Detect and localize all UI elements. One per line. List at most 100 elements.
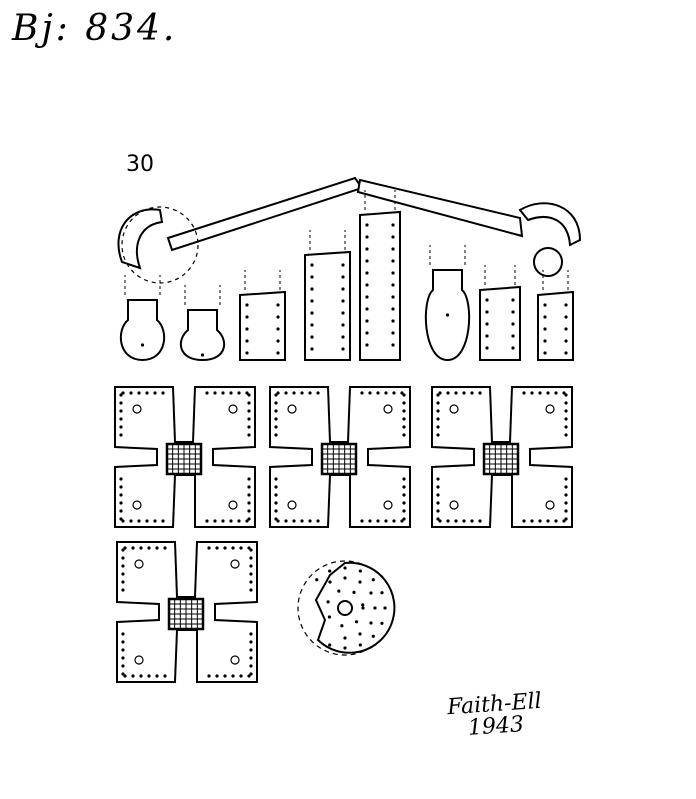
rivet-dot — [365, 307, 369, 311]
rivet-dot — [530, 519, 534, 523]
cross-plates — [114, 386, 573, 683]
rivet-dot — [543, 327, 547, 331]
rivet-dot — [436, 393, 440, 397]
rivet-dot — [245, 303, 249, 307]
rivet-dot — [543, 339, 547, 343]
rivet-dot — [361, 606, 365, 610]
rivet-dot — [402, 485, 406, 489]
rivet-dot — [341, 335, 345, 339]
rivet-dot — [229, 519, 233, 523]
rivet-dot — [119, 493, 123, 497]
mesh-square — [482, 442, 520, 476]
rivet-dot — [380, 591, 384, 595]
rivet-dot — [436, 401, 440, 405]
rivet-dot — [380, 621, 384, 625]
rivet-dot — [564, 509, 568, 513]
rivet-dot — [383, 606, 387, 610]
rivet-dot — [310, 323, 314, 327]
rivet-dot — [276, 315, 280, 319]
rivet-hole — [449, 404, 459, 414]
rivet-dot — [360, 519, 364, 523]
rivet-dot — [121, 632, 125, 636]
rivet-dot — [276, 519, 280, 523]
rivet-dot — [247, 509, 251, 513]
rivet-dot — [205, 519, 209, 523]
rivet-dot — [391, 235, 395, 239]
rivet-dot — [121, 556, 125, 560]
rivet-dot — [391, 271, 395, 275]
rivet-dot — [249, 672, 253, 676]
rivet-dot — [310, 335, 314, 339]
rivet-dot — [391, 307, 395, 311]
rivet-dot — [365, 331, 369, 335]
rivet-dot — [249, 556, 253, 560]
rivet-dot — [119, 485, 123, 489]
rivet-dot — [276, 339, 280, 343]
rivet-dot — [145, 391, 149, 395]
rivet-dot — [300, 519, 304, 523]
rivet-dot — [341, 323, 345, 327]
rivet-dot — [341, 347, 345, 351]
rivet-dot — [546, 391, 550, 395]
rivet-dot — [247, 425, 251, 429]
rivet-dot — [391, 259, 395, 263]
rivet-dot — [438, 519, 442, 523]
rivet-dot — [391, 283, 395, 287]
rivet-dot — [400, 391, 404, 395]
rivet-dot — [231, 674, 235, 678]
rivet-dot — [391, 295, 395, 299]
rivet-hole — [230, 655, 240, 665]
strip-outline — [424, 269, 471, 362]
rivet-dot — [316, 391, 320, 395]
rivet-dot — [223, 546, 227, 550]
rivet-dot — [213, 391, 217, 395]
rivet-dot — [341, 311, 345, 315]
rivet-dot — [316, 519, 320, 523]
rivet-dot — [376, 519, 380, 523]
round-disc — [297, 560, 396, 656]
rivet-dot — [446, 391, 450, 395]
rivet-dot — [249, 588, 253, 592]
rivet-dot — [436, 509, 440, 513]
rivet-dot — [140, 343, 145, 347]
mesh-square — [167, 597, 205, 631]
disc-center-hole — [337, 600, 353, 616]
rivet-dot — [343, 646, 347, 650]
rivet-dot — [522, 391, 526, 395]
rivet-dot — [121, 588, 125, 592]
rivet-hole — [545, 404, 555, 414]
rivet-dot — [436, 425, 440, 429]
rivet-dot — [365, 247, 369, 251]
rivet-dot — [438, 391, 442, 395]
rivet-dot — [274, 409, 278, 413]
rivet-dot — [358, 632, 362, 636]
rivet-dot — [511, 334, 515, 338]
rivet-dot — [446, 519, 450, 523]
rivet-dot — [119, 501, 123, 505]
rivet-dot — [343, 576, 347, 580]
rivet-dot — [245, 351, 249, 355]
rivet-dot — [274, 477, 278, 481]
rivet-dot — [247, 401, 251, 405]
rivet-dot — [436, 477, 440, 481]
rivet-dot — [368, 391, 372, 395]
rivet-dot — [139, 546, 143, 550]
rivet-dot — [365, 295, 369, 299]
rivet-dot — [121, 664, 125, 668]
rivet-dot — [207, 546, 211, 550]
rivet-dot — [564, 315, 568, 319]
rivet-dot — [564, 409, 568, 413]
rivet-dot — [119, 509, 123, 513]
strip-outline — [479, 285, 521, 361]
rivet-dot — [292, 391, 296, 395]
rivet-dot — [368, 519, 372, 523]
rivet-dot — [245, 519, 249, 523]
rivet-dot — [119, 417, 123, 421]
strip-fitting — [239, 270, 286, 361]
strip-fitting — [424, 245, 471, 362]
rivet-dot — [131, 674, 135, 678]
rivet-dot — [121, 519, 125, 523]
rivet-dot — [402, 401, 406, 405]
rivet-dot — [119, 409, 123, 413]
